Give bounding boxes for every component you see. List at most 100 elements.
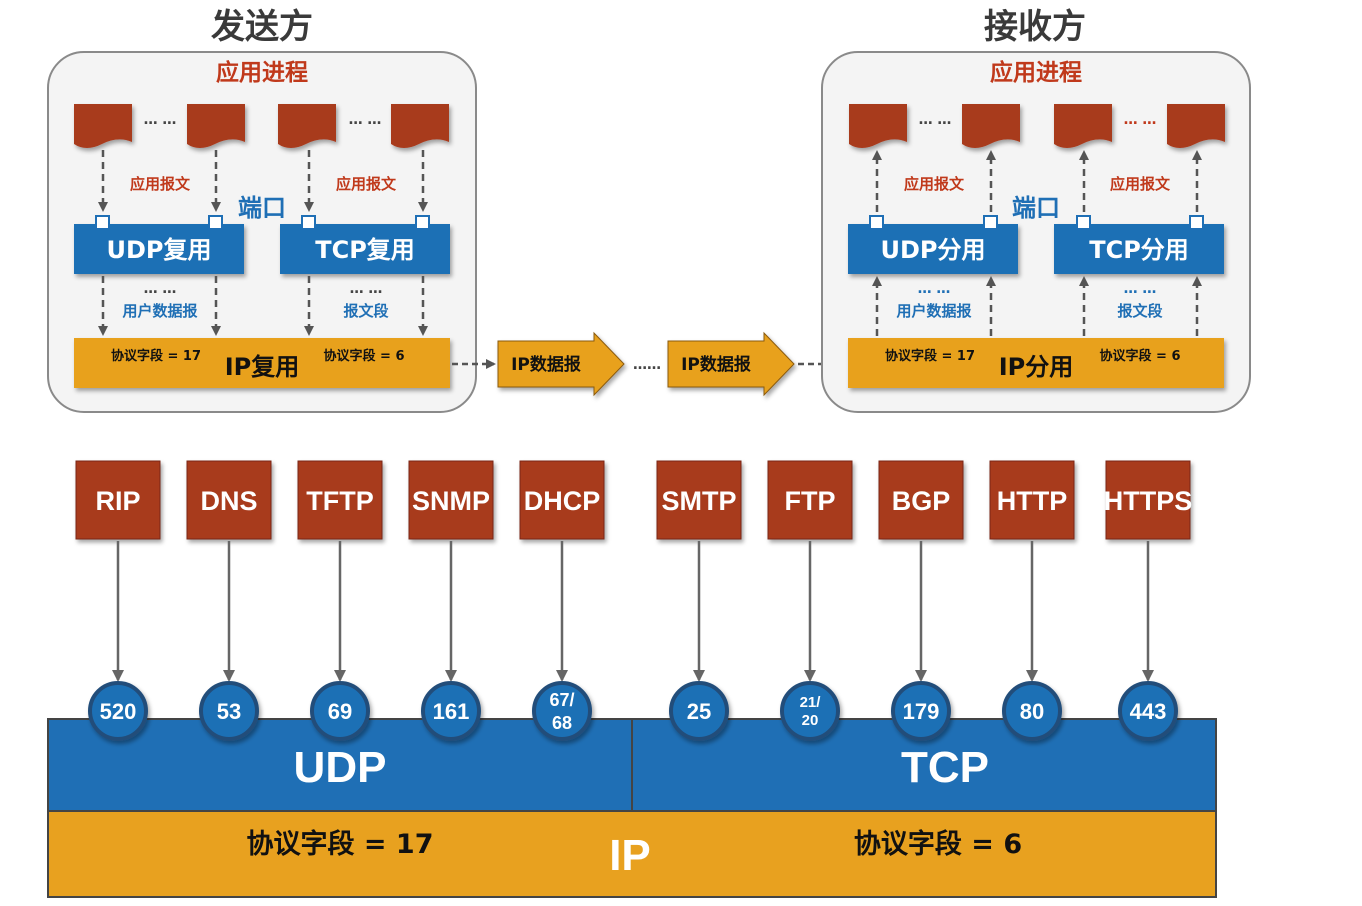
protocol-name: DNS — [200, 486, 257, 516]
port-number: 520 — [100, 699, 137, 724]
ellipsis: … … — [350, 281, 383, 297]
protocol-tftp: TFTP 69 — [297, 460, 383, 741]
receiver-port-label: 端口 — [1012, 194, 1060, 222]
sender-process-label: 应用进程 — [216, 59, 308, 86]
application-protocols: RIP520DNS53TFTP69SNMP161DHCP67/68SMTP25F… — [75, 460, 1193, 741]
receiver-process-label: 应用进程 — [990, 59, 1082, 86]
port-circle — [1002, 681, 1062, 741]
receiver-udp-box — [848, 224, 1018, 274]
process-icon — [278, 104, 336, 148]
protocol-name: HTTP — [997, 486, 1068, 516]
datagram-label-1: IP数据报 — [511, 354, 581, 375]
protocol-bgp: BGP 179 — [878, 460, 964, 741]
receiver-ip-label: IP分用 — [999, 353, 1074, 381]
ellipsis: … … — [1124, 281, 1157, 297]
protocol-name: TFTP — [306, 486, 374, 516]
ip-layer-label: IP — [609, 831, 651, 880]
process-icon — [1054, 104, 1112, 148]
protocol-box — [408, 460, 494, 540]
sender-app-msg-left: 应用报文 — [130, 175, 191, 193]
protocol-stack: UDP TCP 协议字段 = 17 协议字段 = 6 IP — [47, 718, 1217, 898]
ellipsis: … … — [918, 281, 951, 297]
port-number-line2: 68 — [552, 713, 572, 733]
receiver-port-squares — [869, 215, 1204, 230]
datagram-arrow-2 — [667, 331, 795, 397]
port-circle — [199, 681, 259, 741]
sender-panel: 发送方 应用进程 … … … … 应用报文 应用报文 端口 UDP复用 TCP复… — [47, 7, 477, 413]
protocol-name: DHCP — [524, 486, 601, 516]
ip-layer-bar — [47, 810, 1217, 898]
sender-port-squares — [95, 215, 430, 230]
receiver-up-arrows-top — [872, 150, 1202, 212]
sender-udp-label: UDP复用 — [107, 236, 212, 264]
protocol-box — [186, 460, 272, 540]
port-number: 25 — [687, 699, 711, 724]
protocol-box — [519, 460, 605, 540]
ip-proto-udp: 协议字段 = 17 — [247, 828, 434, 860]
receiver-panel: 接收方 应用进程 … … … … 应用报文 应用报文 端口 UDP分用 TCP分… — [821, 7, 1251, 413]
receiver-app-msg-right: 应用报文 — [1110, 175, 1171, 193]
receiver-app-msg-left: 应用报文 — [904, 175, 965, 193]
port-number: 80 — [1020, 699, 1044, 724]
sender-udp-box — [74, 224, 244, 274]
port-circle — [891, 681, 951, 741]
port-number: 443 — [1130, 699, 1167, 724]
protocol-dhcp: DHCP 67/68 — [519, 460, 605, 741]
port-number: 53 — [217, 699, 241, 724]
protocol-box — [1105, 460, 1191, 540]
port-circle — [421, 681, 481, 741]
sender-udp-unit: 用户数据报 — [122, 302, 197, 320]
sender-ip-proto-udp: 协议字段 = 17 — [111, 348, 201, 364]
protocol-box — [75, 460, 161, 540]
sender-app-msg-right: 应用报文 — [336, 175, 397, 193]
port-number: 69 — [328, 699, 352, 724]
process-icon — [187, 104, 245, 148]
port-number: 161 — [433, 699, 470, 724]
port-circle — [1118, 681, 1178, 741]
process-icon — [849, 104, 907, 148]
port-circle — [310, 681, 370, 741]
sender-down-arrows-top — [98, 150, 428, 212]
receiver-udp-label: UDP分用 — [881, 236, 986, 264]
protocol-name: FTP — [785, 486, 836, 516]
port-circle — [669, 681, 729, 741]
protocol-box — [878, 460, 964, 540]
receiver-up-arrows-bottom — [872, 276, 1202, 336]
receiver-ip-proto-tcp: 协议字段 = 6 — [1100, 348, 1181, 364]
port-number-line2: 20 — [802, 712, 819, 729]
receiver-frame — [821, 51, 1251, 413]
port-circle — [88, 681, 148, 741]
process-icon — [74, 104, 132, 148]
port-circle — [532, 681, 592, 741]
protocol-box — [656, 460, 742, 540]
process-icon — [962, 104, 1020, 148]
protocol-dns: DNS 53 — [186, 460, 272, 741]
protocol-name: SNMP — [412, 486, 490, 516]
sender-process-icons: … … … … — [74, 104, 449, 148]
protocol-box — [767, 460, 853, 540]
protocol-box — [297, 460, 383, 540]
sender-tcp-unit: 报文段 — [343, 302, 388, 320]
receiver-tcp-label: TCP分用 — [1089, 236, 1189, 264]
datagram-transfer: IP数据报 …… IP数据报 — [452, 331, 844, 397]
protocol-snmp: SNMP 161 — [408, 460, 494, 741]
port-number: 179 — [903, 699, 940, 724]
sender-ip-proto-tcp: 协议字段 = 6 — [324, 348, 405, 364]
tcp-layer-label: TCP — [901, 743, 989, 792]
receiver-ip-box — [848, 338, 1224, 388]
port-number-line1: 67/ — [549, 690, 574, 710]
protocol-box — [989, 460, 1075, 540]
ip-proto-tcp: 协议字段 = 6 — [854, 828, 1022, 860]
sender-frame — [47, 51, 477, 413]
port-circle — [780, 681, 840, 741]
protocol-name: HTTPS — [1104, 486, 1193, 516]
receiver-ip-proto-udp: 协议字段 = 17 — [885, 348, 975, 364]
receiver-tcp-box — [1054, 224, 1224, 274]
datagram-label-2: IP数据报 — [681, 354, 751, 375]
sender-tcp-box — [280, 224, 450, 274]
receiver-udp-unit: 用户数据报 — [896, 302, 971, 320]
ellipsis: … … — [919, 112, 952, 128]
protocol-name: BGP — [892, 486, 951, 516]
